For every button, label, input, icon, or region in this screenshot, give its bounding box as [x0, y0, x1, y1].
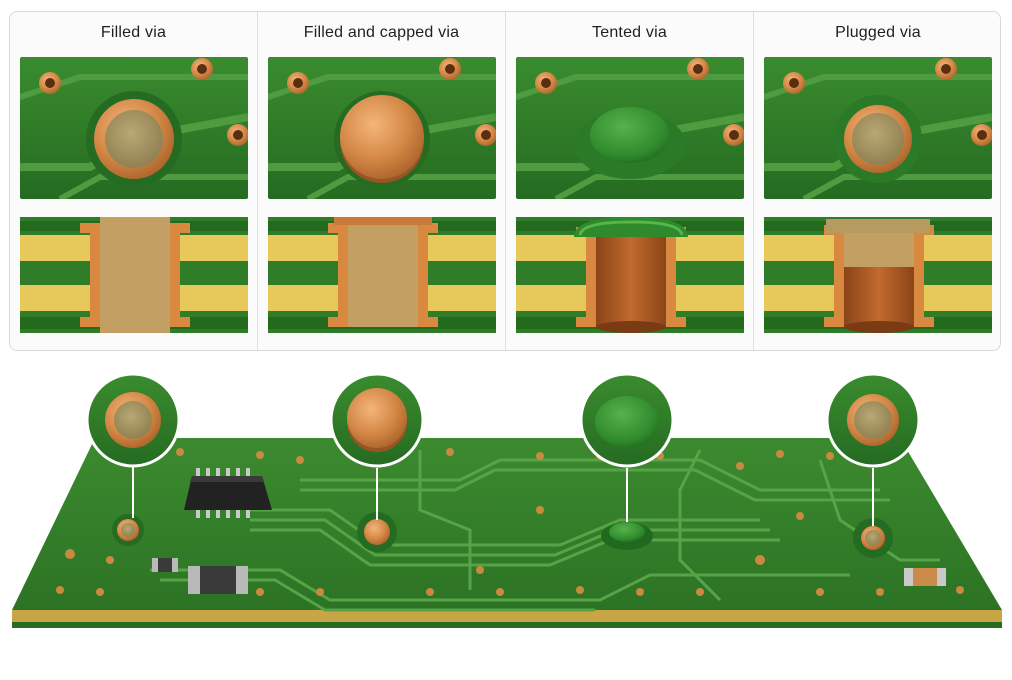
cross-section-plugged-via [764, 217, 992, 333]
small-via-icon [287, 72, 309, 94]
via-ring-icon [86, 91, 182, 187]
closeup-filled-capped-via [268, 57, 496, 199]
pcb-board-illustration [0, 360, 1012, 675]
panel-plugged-via: Plugged via [754, 12, 1001, 351]
smd-component-icon [904, 568, 946, 586]
panel-title: Tented via [506, 24, 753, 42]
small-via-icon [687, 58, 709, 80]
closeup-plugged-via [764, 57, 992, 199]
smd-component-icon [152, 558, 178, 572]
small-via-icon [783, 72, 805, 94]
plug-ring-icon [834, 95, 922, 183]
small-via-icon [935, 58, 957, 80]
cross-section-tented-via [516, 217, 744, 333]
panel-filled-capped-via: Filled and capped via [258, 12, 506, 351]
panel-title: Filled and capped via [258, 24, 505, 42]
copper-cap-icon [334, 91, 430, 187]
small-via-icon [475, 124, 496, 146]
panel-title: Plugged via [754, 24, 1001, 42]
cross-section-filled-capped-via [268, 217, 496, 333]
small-via-icon [971, 124, 992, 146]
small-via-icon [439, 58, 461, 80]
panel-title: Filled via [10, 24, 257, 42]
small-via-icon [227, 124, 248, 146]
via-types-card: Filled via [9, 11, 1001, 351]
closeup-filled-via [20, 57, 248, 199]
small-via-icon [535, 72, 557, 94]
small-via-icon [723, 124, 744, 146]
small-via-icon [39, 72, 61, 94]
pcb-top-surface [12, 438, 1002, 610]
cross-section-filled-via [20, 217, 248, 333]
panel-tented-via: Tented via [506, 12, 754, 351]
panel-filled-via: Filled via [10, 12, 258, 351]
pcb-edge [12, 610, 1002, 622]
closeup-tented-via [516, 57, 744, 199]
small-via-icon [191, 58, 213, 80]
smd-component-icon [188, 566, 248, 594]
